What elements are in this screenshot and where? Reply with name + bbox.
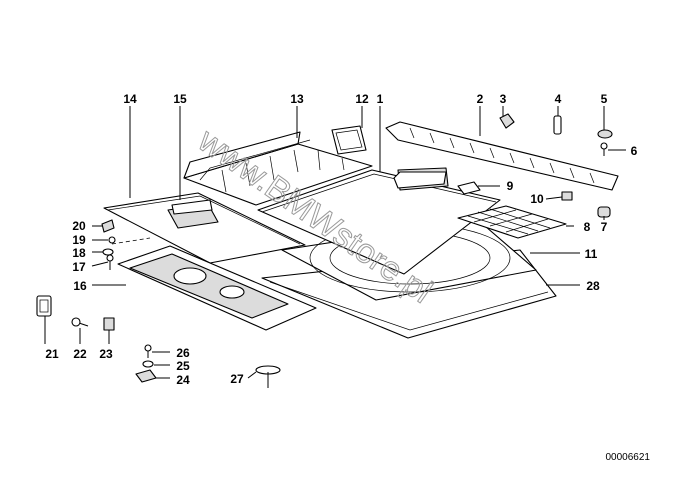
part-8-luggage-net bbox=[457, 205, 567, 239]
callout-16: 16 bbox=[73, 279, 87, 293]
part-23-clip bbox=[103, 317, 115, 331]
callout-24: 24 bbox=[176, 373, 190, 387]
part-9-bracket bbox=[457, 181, 481, 195]
part-14-floor-panel bbox=[103, 192, 306, 264]
callout-9: 9 bbox=[507, 179, 514, 193]
part-10-clip bbox=[561, 191, 573, 201]
part-24-nut-clip bbox=[135, 369, 157, 383]
callout-1: 1 bbox=[377, 92, 384, 106]
part-1-trunk-floor-panel bbox=[257, 167, 501, 275]
callout-8: 8 bbox=[584, 220, 591, 234]
callout-13: 13 bbox=[290, 92, 304, 106]
part-18-washer bbox=[102, 248, 114, 256]
callout-25: 25 bbox=[176, 359, 190, 373]
callout-4: 4 bbox=[555, 92, 562, 106]
leader-lines bbox=[44, 106, 626, 379]
callout-26: 26 bbox=[176, 346, 190, 360]
part-3-clip bbox=[499, 113, 515, 129]
callout-27: 27 bbox=[230, 372, 244, 386]
callout-6: 6 bbox=[631, 144, 638, 158]
callout-2: 2 bbox=[477, 92, 484, 106]
callout-14: 14 bbox=[123, 92, 137, 106]
assembly-line bbox=[111, 237, 151, 245]
part-5-cap bbox=[597, 129, 613, 139]
callout-23: 23 bbox=[99, 347, 113, 361]
part-17-bolt bbox=[106, 254, 114, 270]
part-27-push-fastener bbox=[255, 365, 281, 388]
part-6-screw bbox=[600, 142, 608, 156]
callout-11: 11 bbox=[585, 247, 598, 261]
callout-20: 20 bbox=[72, 219, 86, 233]
callout-7: 7 bbox=[601, 220, 608, 234]
callout-22: 22 bbox=[73, 347, 87, 361]
part-26-bolt bbox=[144, 344, 152, 358]
callout-5: 5 bbox=[601, 92, 608, 106]
callout-21: 21 bbox=[45, 347, 59, 361]
part-13-storage-tray bbox=[183, 131, 373, 206]
callout-15: 15 bbox=[173, 92, 187, 106]
part-16-storage-well bbox=[117, 245, 317, 331]
part-19-nut bbox=[108, 236, 116, 244]
callout-19: 19 bbox=[72, 233, 86, 247]
part-22-screw bbox=[71, 317, 89, 327]
part-25-washer bbox=[142, 360, 154, 368]
callout-12: 12 bbox=[355, 92, 369, 106]
part-2-sill-trim bbox=[385, 121, 619, 191]
part-21-grommet bbox=[36, 295, 52, 317]
diagram-reference-number: 00006621 bbox=[606, 452, 651, 463]
callout-28: 28 bbox=[586, 279, 600, 293]
part-7-buffer bbox=[597, 206, 611, 218]
part-20-clip bbox=[101, 219, 115, 233]
part-4-pin bbox=[553, 115, 562, 135]
callout-10: 10 bbox=[530, 192, 544, 206]
part-15-box bbox=[167, 199, 219, 229]
callout-17: 17 bbox=[72, 260, 86, 274]
callout-18: 18 bbox=[72, 246, 86, 260]
callout-3: 3 bbox=[500, 92, 507, 106]
part-12-cover-plate bbox=[331, 125, 367, 155]
